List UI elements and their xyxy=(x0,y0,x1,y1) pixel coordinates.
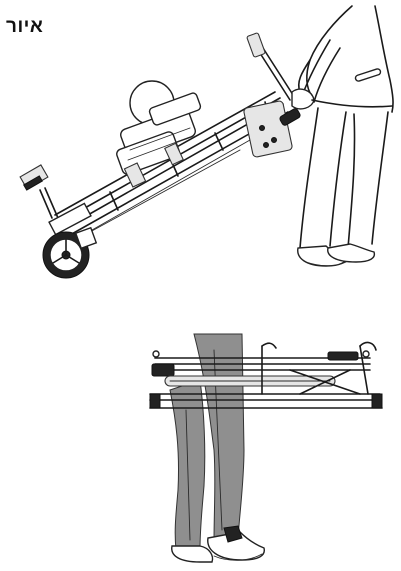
person-pulling-stretcher-trolley-illustration xyxy=(19,5,394,279)
person-figure xyxy=(291,5,394,267)
stretcher-head-end xyxy=(243,32,301,158)
trolley-wheel xyxy=(42,226,98,279)
patient-figure xyxy=(116,80,202,188)
standing-legs xyxy=(169,333,265,563)
figure-caption: איור xyxy=(6,16,44,37)
folded-stretcher xyxy=(149,341,383,409)
stretcher-foot-end xyxy=(19,164,92,236)
legs-beside-folded-stretcher-illustration xyxy=(149,333,383,563)
